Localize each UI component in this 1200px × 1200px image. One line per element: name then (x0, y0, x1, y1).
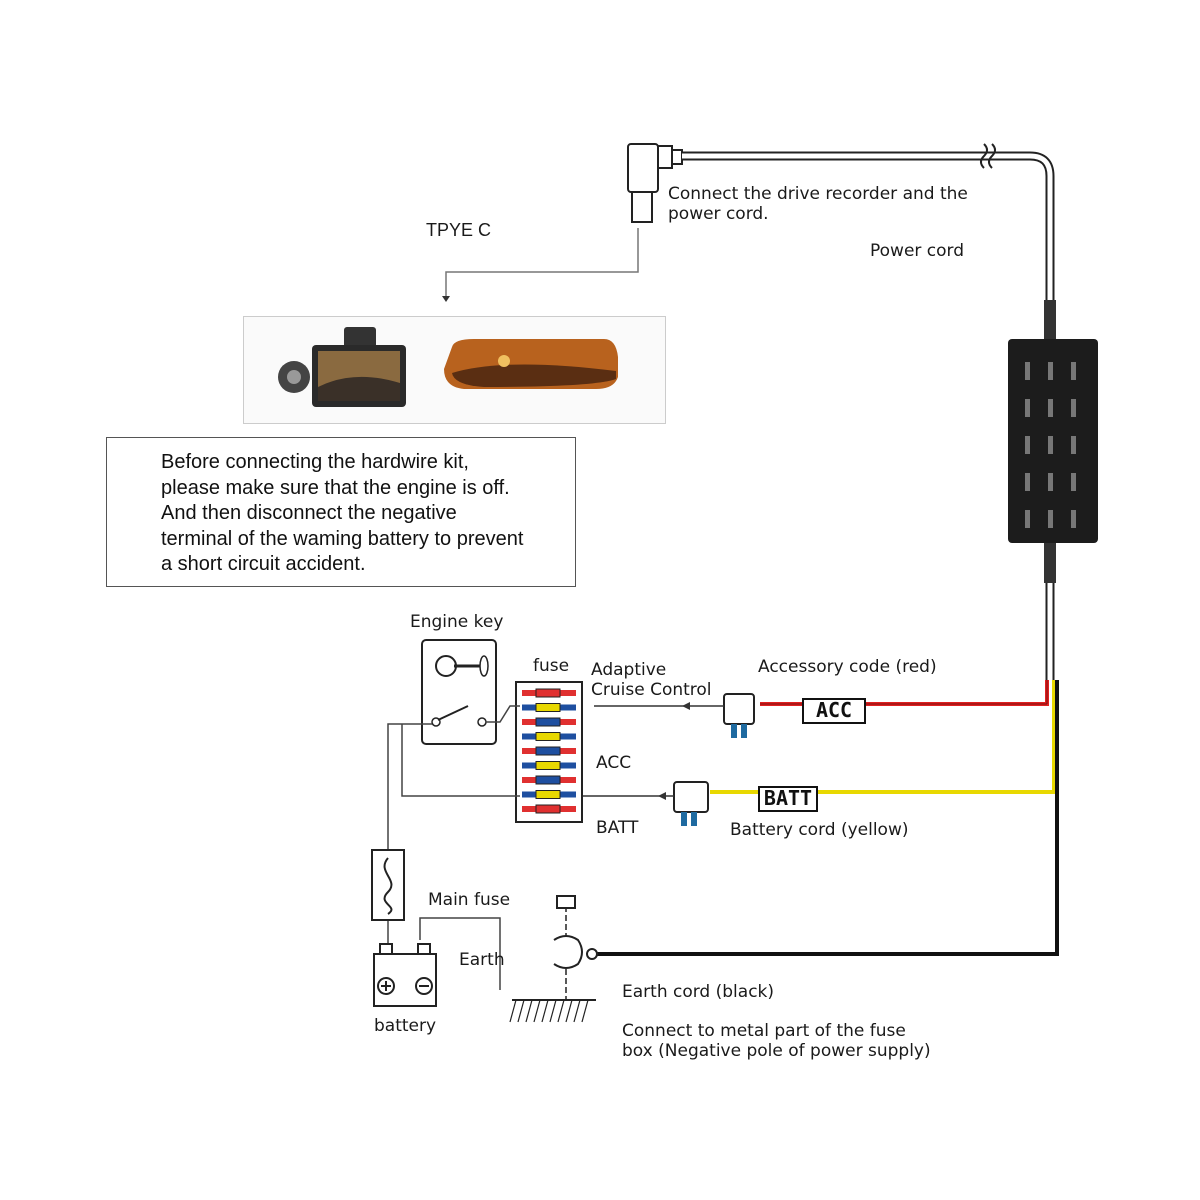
box-vent (1025, 473, 1030, 491)
fuse-slot (522, 762, 536, 769)
recorder-note-line1: Connect the drive recorder and the (668, 184, 968, 204)
fuse-slot (560, 791, 576, 798)
box-vent (1048, 510, 1053, 528)
adaptive-label-line1: Adaptive (591, 660, 667, 680)
circuit-lines (387, 705, 520, 990)
ground-hatch (525, 999, 533, 1023)
fuse (535, 732, 561, 741)
fuse (535, 804, 561, 814)
fuse-slot (560, 777, 576, 783)
earth-wire (588, 680, 1059, 956)
batt-arrow (582, 792, 674, 800)
battery-icon (373, 943, 437, 1007)
fuse-slot (560, 762, 576, 769)
main-fuse-label: Main fuse (428, 890, 511, 910)
ground-hatch (517, 999, 525, 1023)
fuse-slot (522, 733, 536, 740)
fuse-slot (522, 748, 536, 754)
ground-symbol (509, 895, 598, 1023)
box-vent (1048, 399, 1053, 417)
fuse-slot (522, 777, 536, 783)
fuse-slot (560, 733, 576, 740)
fuse-label: fuse (533, 656, 570, 676)
batt-fuse-tap (673, 781, 709, 826)
batt-fuse-label: BATT (596, 818, 639, 838)
box-vent (1025, 510, 1030, 528)
fuse-slot (522, 791, 536, 798)
ground-hatch (541, 999, 549, 1023)
recorder-note-line2: power cord. (668, 204, 769, 224)
box-vent (1071, 399, 1076, 417)
ground-hatch (573, 999, 581, 1023)
ground-hatch (557, 999, 565, 1023)
fuse-slot (560, 690, 576, 696)
box-vent (1025, 362, 1030, 380)
ground-hatch (581, 999, 589, 1023)
box-vent (1071, 362, 1076, 380)
warning-text: Before connecting the hardwire kit, plea… (161, 450, 523, 578)
battery-cord-label: Battery cord (yellow) (730, 820, 909, 840)
type-c-label: TPYE C (426, 220, 492, 240)
batt-wire (710, 680, 1056, 794)
ground-hatch (565, 999, 573, 1023)
fuse (535, 790, 561, 799)
acc-fuse-tap (723, 693, 755, 738)
fuse-slot (560, 704, 576, 711)
warning-line: please make sure that the engine is off. (161, 476, 510, 499)
box-vent (1071, 436, 1076, 454)
fuse (535, 703, 561, 712)
power-cord (682, 143, 1056, 340)
batt-wire-tag: BATT (758, 786, 818, 812)
dashcam-photo-panel (243, 316, 666, 424)
fuse-slot (560, 748, 576, 754)
earth-label: Earth (459, 950, 505, 970)
fuse-slot (522, 690, 536, 696)
box-vent (1048, 436, 1053, 454)
battery-label: battery (374, 1016, 437, 1036)
fuse (535, 717, 561, 727)
box-vent (1048, 362, 1053, 380)
box-vent (1025, 436, 1030, 454)
main-fuse (371, 849, 405, 921)
power-cord-label: Power cord (870, 241, 965, 261)
acc-fuse-label: ACC (596, 753, 632, 773)
engine-key-label: Engine key (410, 612, 504, 632)
warning-line: a short circuit accident. (161, 553, 366, 575)
earth-cord-label: Earth cord (black) (622, 982, 775, 1002)
box-vent (1048, 473, 1053, 491)
warning-box (106, 437, 576, 587)
fuse (535, 761, 561, 770)
type-c-connector (627, 143, 683, 223)
dashcam-images (278, 327, 618, 407)
engine-key-switch (421, 639, 497, 745)
acc-wire-tag: ACC (802, 698, 866, 724)
ground-hatch (509, 999, 517, 1023)
metal-note-line2: box (Negative pole of power supply) (622, 1041, 931, 1061)
warning-line: terminal of the waming battery to preven… (161, 527, 524, 550)
fuse-slot (560, 719, 576, 725)
box-vent (1025, 399, 1030, 417)
fuse-slot (522, 719, 536, 725)
connector-pointer (442, 228, 639, 302)
fuse-slot (560, 806, 576, 812)
fuse (535, 688, 561, 698)
acc-arrow (594, 702, 724, 710)
hardwire-control-box (1008, 339, 1098, 680)
ground-hatch (549, 999, 557, 1023)
box-vent (1071, 510, 1076, 528)
fuse-box (515, 681, 583, 823)
ground-hatch (533, 999, 541, 1023)
accessory-cord-label: Accessory code (red) (758, 657, 937, 677)
adaptive-label-line2: Cruise Control (591, 680, 712, 700)
warning-line: And then disconnect the negative (161, 502, 457, 524)
fuse-slot (522, 704, 536, 711)
fuse (535, 775, 561, 785)
box-vent (1071, 473, 1076, 491)
fuse-slot (522, 806, 536, 812)
warning-line: Before connecting the hardwire kit, (161, 451, 469, 473)
metal-note-line1: Connect to metal part of the fuse (622, 1021, 906, 1041)
fuse (535, 746, 561, 756)
